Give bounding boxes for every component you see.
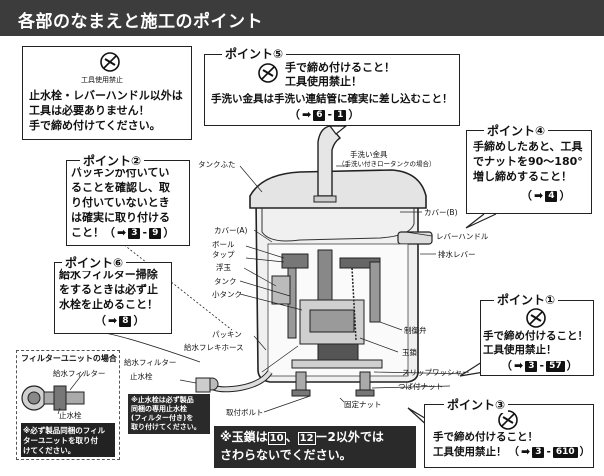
ball-tap-shape [281,253,309,269]
tank-lid [249,169,427,209]
ref-step: 1 [334,109,347,121]
chain-shape [351,267,357,341]
point5-line3: 手洗い金具は手洗い連結管に確実に差し込むこと！ [211,93,453,105]
filter-unit-box: フィルターユニットの場合 給水フィルター 止水栓 ※必ず製品同梱のフィル ターユ… [16,350,120,460]
point3-callout: 手で締め付けること！ 工具使用禁止！ （➡ 3 - 610 ） [424,404,594,468]
point4-line1: 手締めしたあと、工具 [473,140,583,153]
no-tool-line2: 工具は必要ありません！ [29,104,150,117]
point2-line5: こと！（➡ 3 - 9 ） [71,226,175,239]
part-seigyoben: 制御弁 [404,326,427,335]
point6-line2: をするときは必ず止 [59,283,158,296]
point5-line2: 工具使用禁止！ [285,75,362,88]
point4-label: ポイント④ [484,122,549,139]
point6-callout: 給水フィルター掃除 をするときは必ず止 水栓を止めること！ （➡ 8 ） [54,262,172,334]
point1-label: ポイント① [494,291,559,308]
filter-unit-note2: ターユニットを取り付 [23,436,98,445]
leader-lines [179,165,471,413]
filter-unit-note1: ※必ず製品同梱のフィル [23,426,106,435]
header-bar: 各部のなまえと施工のポイント [0,0,604,36]
part-tesarai-sub: （手洗い付きロータンクの場合） [338,160,436,168]
filter-unit-filter-label: 給水フィルター [53,369,106,378]
no-tools-icon [526,308,546,328]
part-kyusui-hose: 給水フレキホース [184,343,244,352]
point1-line2: 工具使用禁止！ [483,344,557,356]
part-tank-futa: タンクふた [198,160,236,169]
point1-callout: 手で締め付けること！ 工具使用禁止！ （➡ 3 - 57 ） [480,300,594,376]
point6-ref: （➡ 8 ） [95,314,145,327]
filter-unit-note3: けてください。 [23,446,76,455]
part-tsuba-nut: つば付ナット [398,382,443,391]
point1-ref: （➡ 3 - 57 ） [501,359,578,372]
point4-callout: 手締めしたあと、工具 でナットを90～180° 増し締めすること！ （➡ 4 ） [466,130,592,214]
no-tool-line1: 止水栓・レバーハンドル以外は [29,89,183,102]
point6-label: ポイント⑥ [62,254,127,271]
part-tesarai: 手洗い金具 [350,150,388,159]
point3-label: ポイント③ [444,396,509,413]
part-packing: パッキン [212,330,242,339]
point5-ref: （➡ 6 - 1 ） [289,108,360,121]
no-tool-icon-label: 工具使用禁止 [81,76,123,84]
part-tank: タンク [214,277,237,286]
point6-line3: 水栓を止めること！ [59,298,158,311]
point2-label: ポイント② [80,152,145,169]
lever-handle-shape [397,231,433,245]
ref-chapter: 6 [313,109,326,121]
point4-tail [465,213,497,229]
filter-unit-diagram [21,371,85,415]
part-ball-tap-2: タップ [212,250,235,259]
part-toritsuke-bolt: 取付ボルト [226,408,264,417]
point5-line1: 手で締め付けること！ [285,61,395,74]
no-tools-icon [100,52,120,72]
part-ko-tank: 小タンク [212,290,242,299]
no-tool-notice: 工具使用禁止 止水栓・レバーハンドル以外は 工具は必要ありません！ 手で締め付け… [22,46,192,140]
point2-line1: パッキンが付いてい [71,166,170,179]
supply-valve-note: ※止水栓は必ず製品 同梱の専用止水栓 (フィルター付き)を 取り付けてください。 [128,394,210,434]
point4-line3: 増し締めすること！ [473,170,572,183]
part-lever-handle: レバーハンドル [436,232,489,241]
part-haisui-lever: 排水レバー [438,250,476,259]
filter-unit-valve-label: 止水栓 [59,411,82,420]
point2-line4: は確実に取り付ける [71,211,170,224]
part-shisuisen: 止水栓 [130,372,153,381]
point1-line1: 手で締め付けること！ [483,330,588,342]
part-kotei-nut: 固定ナット [344,400,382,409]
page-title: 各部のなまえと施工のポイント [18,12,263,32]
point5-tail [328,125,348,135]
point3-line1: 手で締め付けること！ [433,431,538,443]
faucet-spout [317,125,342,197]
point4-ref: （➡ 4 ） [521,189,571,202]
filter-unit-title: フィルターユニットの場合 [21,354,117,363]
point3-line2: 工具使用禁止！ （➡ 3 - 610 ） [433,445,591,458]
filter-unit-note-bg [21,423,115,457]
point5-callout: 手で締め付けること！ 工具使用禁止！ 手洗い金具は手洗い連結管に確実に差し込むこ… [204,54,460,126]
drain-valve-shape [317,343,359,361]
point2-callout: パッキンが付いてい ることを確認し、取 り付いていないとき は確実に取り付ける … [66,160,190,246]
point6-line1: 給水フィルター掃除 [59,268,158,281]
point2-line2: ることを確認し、取 [71,181,170,194]
point4-line2: でナットを90～180° [473,155,583,168]
part-cover-b: カバー(B) [424,208,458,217]
part-tamagusari: 玉鎖 [402,348,417,357]
point5-label: ポイント⑤ [222,45,287,62]
float-shape [271,275,291,305]
point1-tail [459,361,485,377]
point2-line3: り付いていないとき [71,196,170,209]
no-tool-line3: 手で締め付けてください。 [29,119,161,132]
part-slip-washer: スリップワッシャー [402,368,470,377]
part-cover-a: カバー(A) [214,226,248,235]
part-kyusui-filter: 給水フィルター [124,358,177,367]
no-tools-icon [258,63,278,83]
part-ball-tap-1: ボール [212,240,235,249]
part-ukidama: 浮玉 [216,263,231,272]
